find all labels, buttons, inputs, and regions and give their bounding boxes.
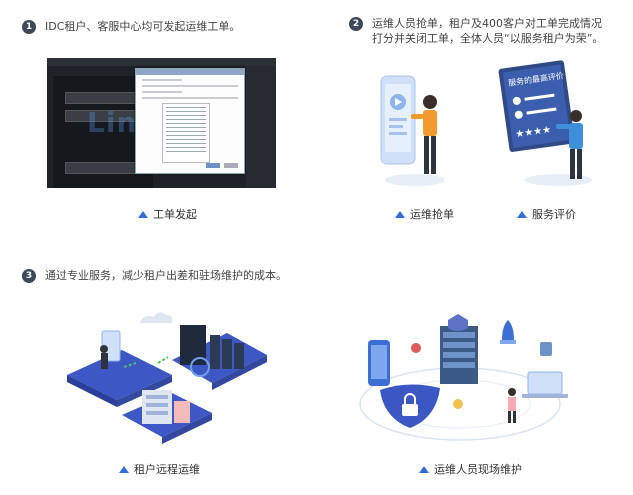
dialog-header [136,69,244,75]
triangle-up-icon [395,210,405,218]
step-1: 1 IDC租户、客服中心均可发起运维工单。 [22,19,302,34]
screenshot-side-panel [246,66,276,188]
caption-remote-label: 租户远程运维 [134,463,200,476]
screenshot-ticket-dialog [135,68,245,174]
svg-text:★★★★: ★★★★ [515,124,552,140]
step-2-text: 运维人员抢单，租户及400客户对工单完成情况打分并关闭工单，全体人员“以服务租户… [372,17,604,45]
caption-onsite-label: 运维人员现场维护 [434,463,522,476]
grab-ticket-illustration [380,75,445,186]
ticket-system-screenshot: Linkme [47,58,276,188]
step-3-badge: 3 [22,269,36,283]
caption-rate-label: 服务评价 [532,208,576,221]
screenshot-titlebar [47,58,276,66]
service-rating-illustration: 服务的最高评价 ★★★★ [498,60,592,186]
step-3: 3 通过专业服务，减少租户出差和驻场维护的成本。 [22,268,352,283]
triangle-up-icon [517,210,527,218]
step-1-text: IDC租户、客服中心均可发起运维工单。 [45,20,241,33]
rack-unit [65,92,137,104]
onsite-maintenance-illustration [359,314,568,441]
caption-rate: 服务评价 [517,206,576,222]
caption-onsite: 运维人员现场维护 [419,461,522,477]
dialog-cancel-button [224,163,238,168]
remote-ops-illustration [67,312,267,444]
step-2: 2 运维人员抢单，租户及400客户对工单完成情况打分并关闭工单，全体人员“以服务… [349,16,611,46]
dialog-dropdown-list [162,103,210,163]
step-1-badge: 1 [22,20,36,34]
caption-grab: 运维抢单 [395,206,454,222]
caption-issue-label: 工单发起 [153,208,197,221]
caption-remote: 租户远程运维 [119,461,200,477]
triangle-up-icon [138,210,148,218]
step-3-text: 通过专业服务，减少租户出差和驻场维护的成本。 [45,269,287,282]
dialog-confirm-button [206,163,220,168]
step-2-badge: 2 [349,17,363,31]
triangle-up-icon [119,465,129,473]
caption-issue: 工单发起 [138,206,197,222]
triangle-up-icon [419,465,429,473]
rack-unit [65,162,137,174]
caption-grab-label: 运维抢单 [410,208,454,221]
